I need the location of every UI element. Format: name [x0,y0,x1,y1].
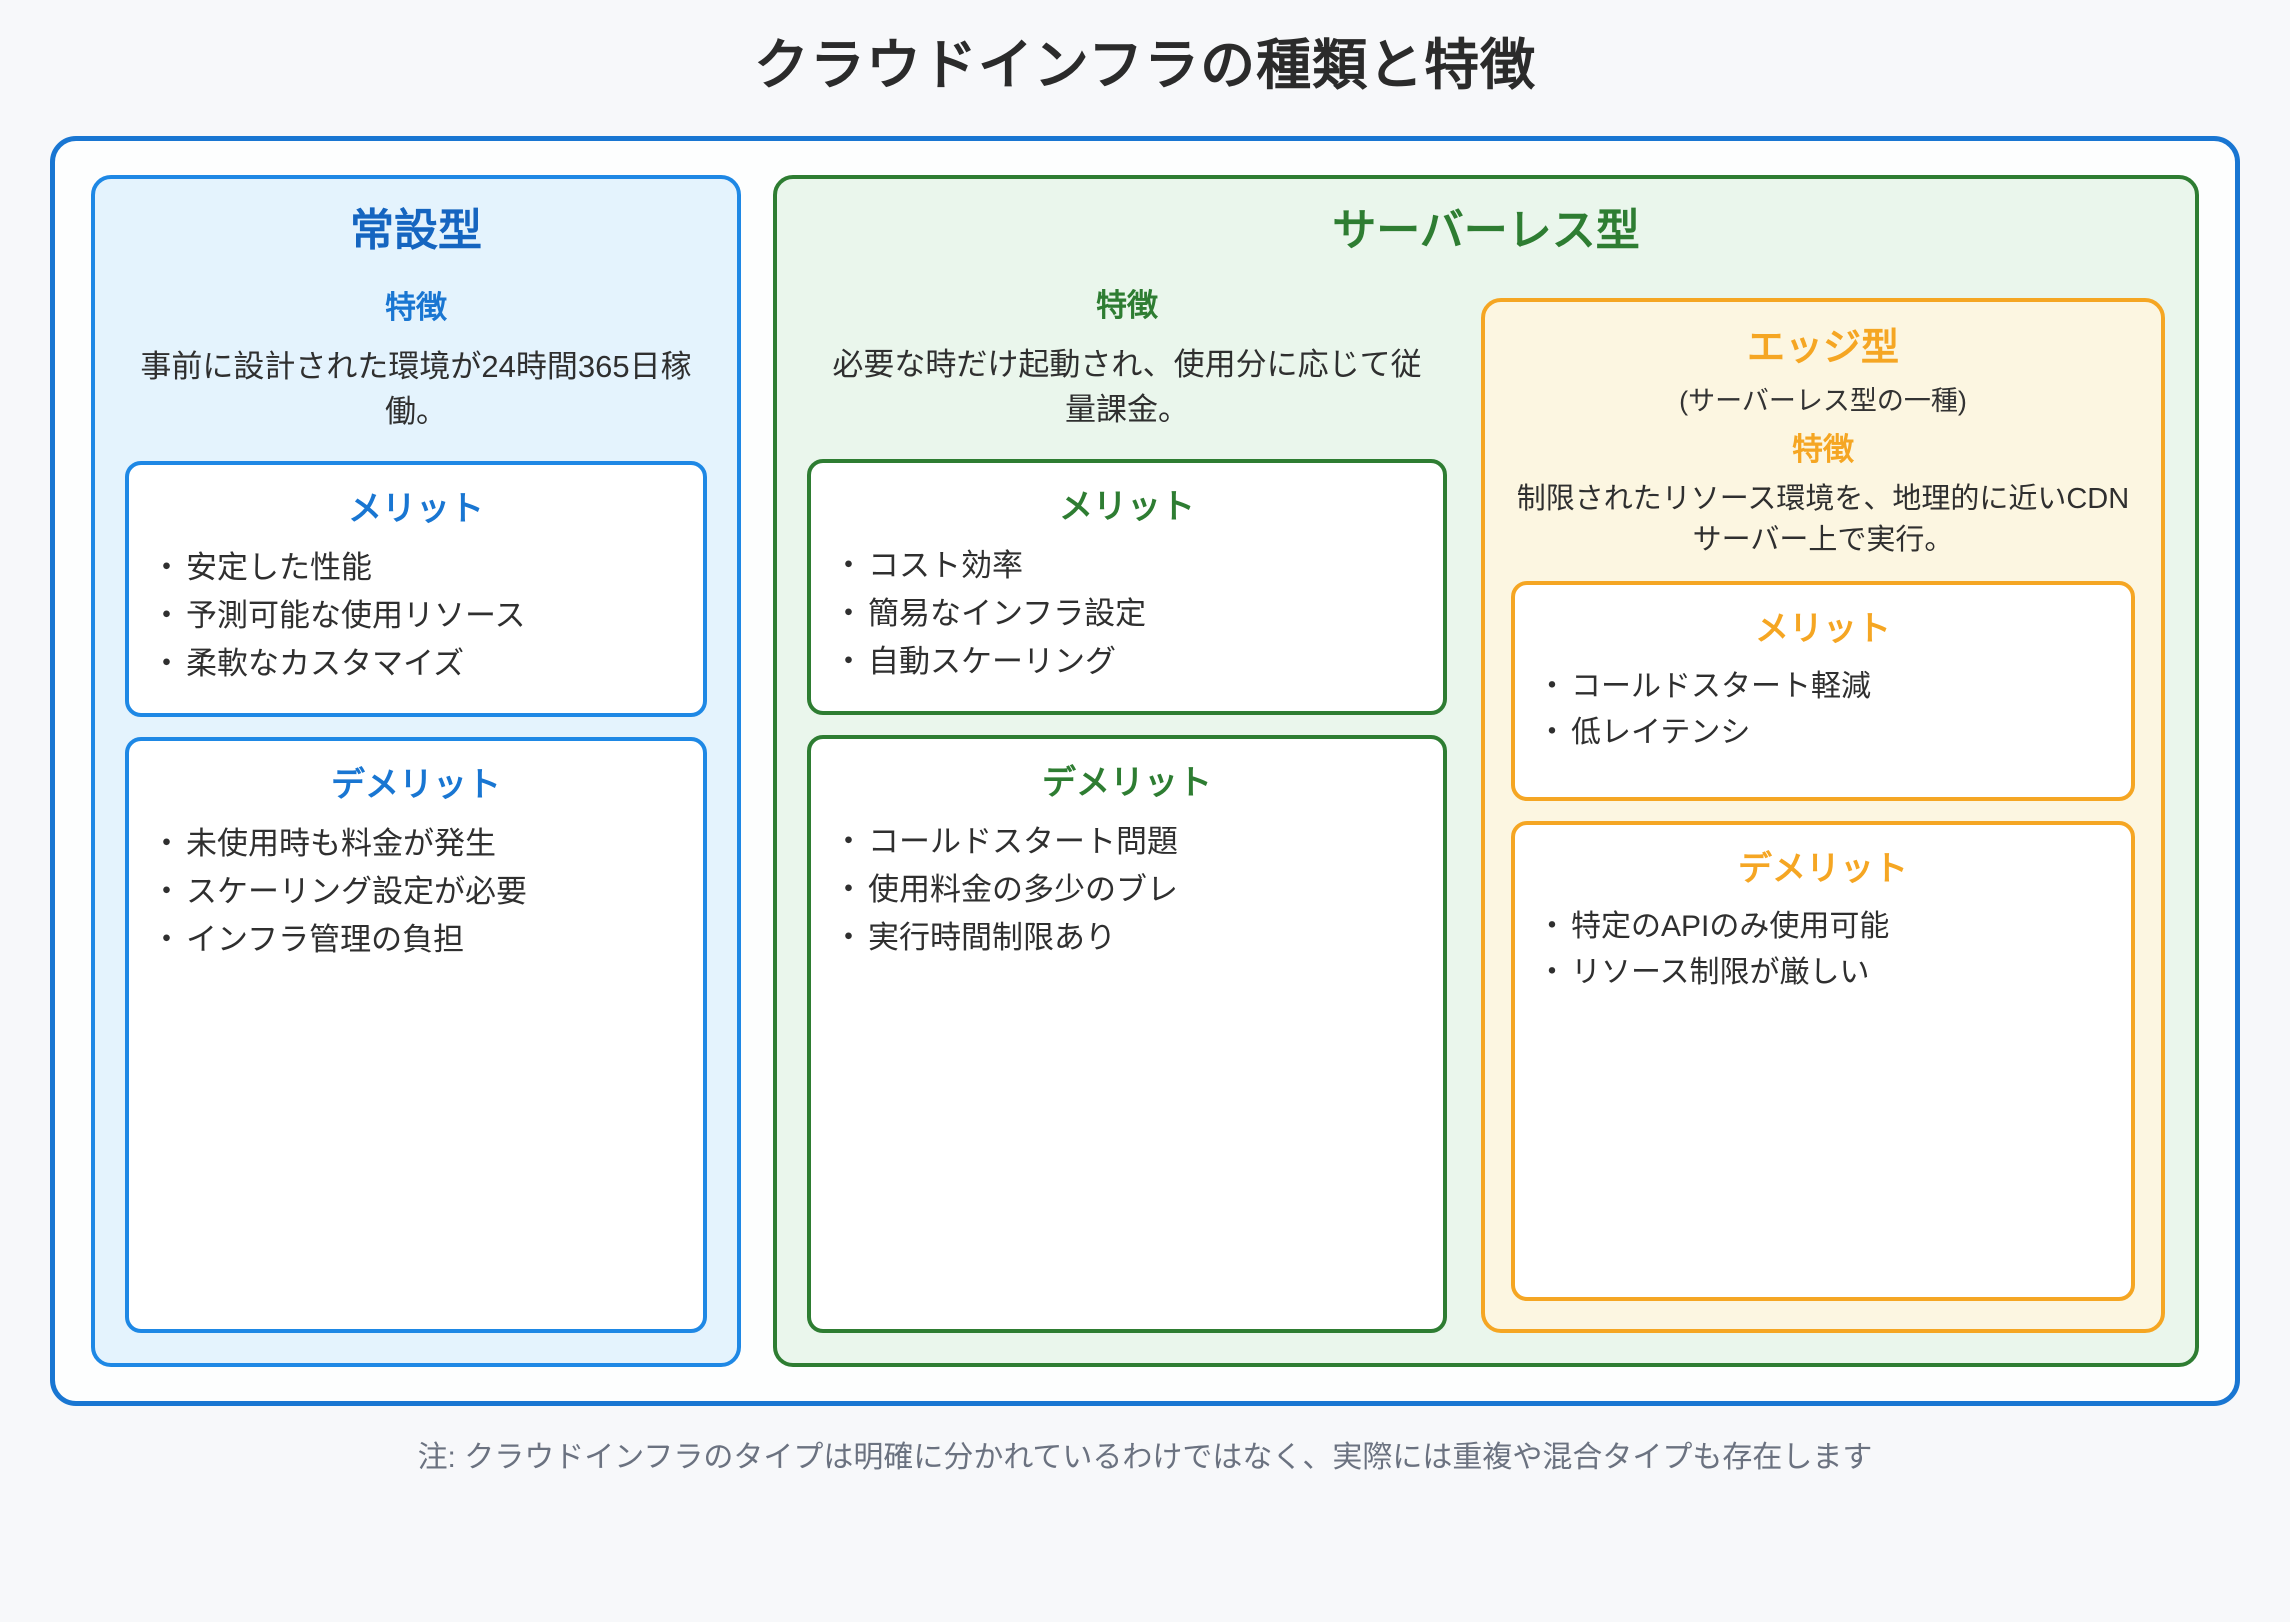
panel-persistent: 常設型 特徴 事前に設計された環境が24時間365日稼働。 メリット ・安定した… [91,175,741,1367]
persistent-description: 事前に設計された環境が24時間365日稼働。 [140,348,692,429]
footer-note: 注: クラウドインフラのタイプは明確に分かれているわけではなく、実際には重複や混… [417,1441,1873,1474]
bullet-icon: ・ [1537,716,1567,750]
panel-edge: エッジ型 (サーバーレス型の一種) 特徴 制限されたリソース環境を、地理的に近い… [1481,297,2165,1333]
edge-merit-card: メリット ・コールドスタート軽減 ・低レイテンシ [1511,580,2135,801]
list-item-label: 未使用時も料金が発生 [186,825,496,861]
edge-demerit-card: デメリット ・特定のAPIのみ使用可能 ・リソース制限が厳しい [1511,820,2135,1301]
bullet-icon: ・ [1537,909,1567,943]
bullet-icon: ・ [151,645,182,681]
list-item: ・リソース制限が厳しい [1537,950,2109,997]
bullet-icon: ・ [833,595,864,631]
list-item: ・使用料金の多少のブレ [833,866,1421,914]
serverless-demerit-list: ・コールドスタート問題 ・使用料金の多少のブレ ・実行時間制限あり [833,818,1421,962]
serverless-merit-title: メリット [1059,487,1195,526]
serverless-demerit-title: デメリット [1042,763,1212,802]
serverless-merit-card: メリット ・コスト効率 ・簡易なインフラ設定 ・自動スケーリング [807,458,1447,715]
page-title: クラウドインフラの種類と特徴 [753,34,1537,96]
persistent-merit-title: メリット [348,489,484,528]
list-item: ・予測可能な使用リソース [151,592,681,640]
bullet-icon: ・ [833,547,864,583]
serverless-demerit-card: デメリット ・コールドスタート問題 ・使用料金の多少のブレ ・実行時間制限あり [807,734,1447,1333]
list-item-label: 予測可能な使用リソース [186,597,526,633]
list-item-label: スケーリング設定が必要 [186,873,527,909]
list-item-label: 自動スケーリング [868,643,1116,679]
list-item-label: 簡易なインフラ設定 [868,595,1147,631]
bullet-icon: ・ [833,919,864,955]
list-item: ・自動スケーリング [833,638,1421,686]
list-item: ・低レイテンシ [1537,710,2109,757]
serverless-title: サーバーレス型 [1332,206,1640,255]
list-item: ・スケーリング設定が必要 [151,868,681,916]
serverless-body: 特徴 必要な時だけ起動され、使用分に応じて従量課金。 メリット ・コスト効率 ・… [807,280,2165,1333]
list-item: ・インフラ管理の負担 [151,916,681,964]
bullet-icon: ・ [151,921,182,957]
edge-merit-title: メリット [1755,609,1891,648]
list-item: ・コールドスタート軽減 [1537,664,2109,711]
bullet-icon: ・ [833,823,864,859]
panel-serverless: サーバーレス型 特徴 必要な時だけ起動され、使用分に応じて従量課金。 メリット … [773,175,2199,1367]
bullet-icon: ・ [151,873,182,909]
list-item: ・実行時間制限あり [833,914,1421,962]
cloud-infra-container: 常設型 特徴 事前に設計された環境が24時間365日稼働。 メリット ・安定した… [50,136,2240,1406]
list-item-label: リソース制限が厳しい [1571,956,1870,990]
list-item-label: 実行時間制限あり [868,919,1116,955]
list-item: ・コールドスタート問題 [833,818,1421,866]
list-item: ・コスト効率 [833,542,1421,590]
bullet-icon: ・ [833,643,864,679]
list-item-label: コスト効率 [868,547,1023,583]
edge-description: 制限されたリソース環境を、地理的に近いCDNサーバー上で実行。 [1516,483,2130,556]
edge-merit-list: ・コールドスタート軽減 ・低レイテンシ [1537,664,2109,757]
list-item-label: 特定のAPIのみ使用可能 [1571,909,1890,943]
bullet-icon: ・ [1537,669,1567,703]
list-item-label: コールドスタート軽減 [1571,669,1871,703]
persistent-demerit-list: ・未使用時も料金が発生 ・スケーリング設定が必要 ・インフラ管理の負担 [151,820,681,964]
persistent-title: 常設型 [350,206,482,255]
list-item: ・安定した性能 [151,544,681,592]
serverless-feature-label: 特徴 [1096,287,1158,323]
serverless-merit-list: ・コスト効率 ・簡易なインフラ設定 ・自動スケーリング [833,542,1421,686]
list-item-label: インフラ管理の負担 [186,921,465,957]
edge-demerit-title: デメリット [1738,849,1908,888]
persistent-demerit-card: デメリット ・未使用時も料金が発生 ・スケーリング設定が必要 ・インフラ管理の負… [125,736,707,1333]
serverless-description: 必要な時だけ起動され、使用分に応じて従量課金。 [832,346,1422,427]
bullet-icon: ・ [151,597,182,633]
edge-feature-label: 特徴 [1792,432,1854,468]
list-item-label: コールドスタート問題 [868,823,1178,859]
bullet-icon: ・ [151,825,182,861]
serverless-main: 特徴 必要な時だけ起動され、使用分に応じて従量課金。 メリット ・コスト効率 ・… [807,280,1447,1333]
edge-demerit-list: ・特定のAPIのみ使用可能 ・リソース制限が厳しい [1537,904,2109,997]
list-item: ・簡易なインフラ設定 [833,590,1421,638]
list-item: ・柔軟なカスタマイズ [151,640,681,688]
persistent-merit-card: メリット ・安定した性能 ・予測可能な使用リソース ・柔軟なカスタマイズ [125,460,707,717]
bullet-icon: ・ [833,871,864,907]
bullet-icon: ・ [1537,956,1567,990]
persistent-demerit-title: デメリット [331,765,501,804]
edge-title: エッジ型 [1746,326,1899,369]
list-item-label: 低レイテンシ [1571,716,1751,750]
persistent-merit-list: ・安定した性能 ・予測可能な使用リソース ・柔軟なカスタマイズ [151,544,681,688]
list-item-label: 使用料金の多少のブレ [868,871,1178,907]
edge-subtitle: (サーバーレス型の一種) [1679,386,1967,417]
list-item: ・特定のAPIのみ使用可能 [1537,904,2109,951]
bullet-icon: ・ [151,549,182,585]
list-item: ・未使用時も料金が発生 [151,820,681,868]
list-item-label: 安定した性能 [186,549,372,585]
list-item-label: 柔軟なカスタマイズ [186,645,465,681]
persistent-feature-label: 特徴 [385,289,447,325]
